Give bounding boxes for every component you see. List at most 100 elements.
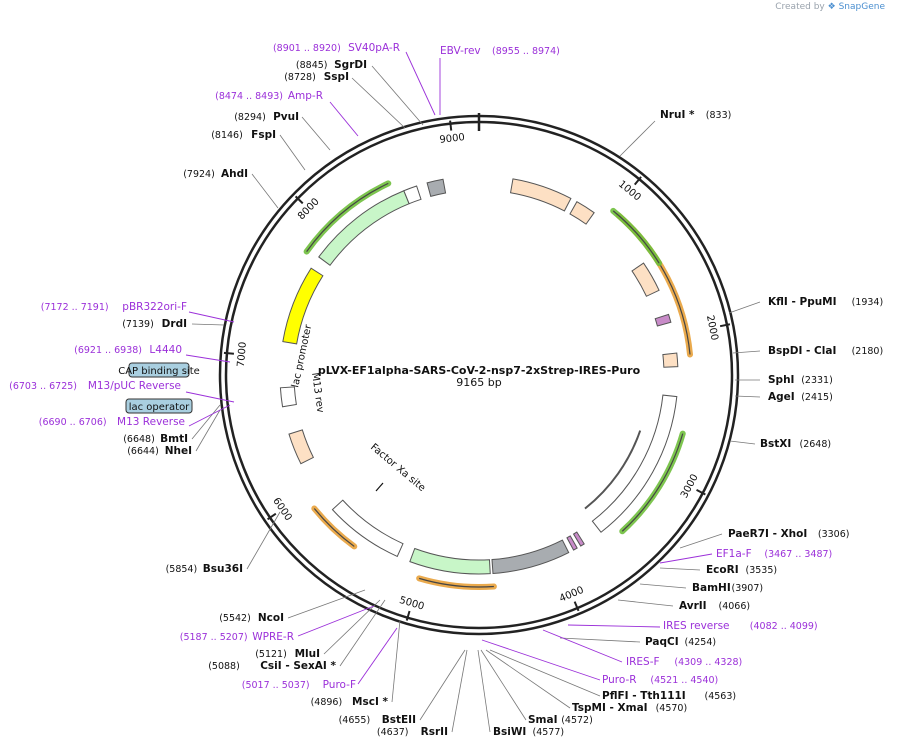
primer-6: M13 Reverse — [117, 416, 185, 428]
primer-8: IRES reverse — [663, 620, 730, 632]
primer-pos-5: (6703 .. 6725) — [9, 381, 77, 392]
primer-1: EBV-rev — [440, 45, 481, 57]
primer-pos-0: (8901 .. 8920) — [273, 43, 341, 54]
tick-label-2000: 2000 — [704, 314, 720, 341]
orf-line-3 — [418, 577, 494, 588]
enzyme-2: BspDI - ClaI — [768, 345, 836, 357]
enzyme-pos-6: (3306) — [818, 529, 850, 540]
leader-line-14 — [477, 649, 491, 733]
leader-line-26 — [279, 134, 306, 171]
lac-operator-label: lac operator — [129, 402, 190, 413]
leader-line-10 — [559, 637, 641, 643]
cap-binding-site-label: CAP binding site — [118, 366, 200, 377]
tick-label-7000: 7000 — [236, 341, 249, 367]
orf-line-2 — [621, 433, 684, 532]
tick-label-3000: 3000 — [679, 473, 701, 501]
enzyme-pos-15: (4637) — [377, 727, 409, 738]
tick-3000 — [696, 488, 706, 496]
tick-2000 — [719, 323, 731, 328]
enzyme-23: BmtI — [160, 433, 188, 445]
feature-rre — [631, 262, 660, 297]
enzyme-14: BsiWI — [493, 726, 526, 738]
orf-line-5 — [306, 182, 389, 252]
primer-10: Puro-R — [602, 674, 637, 686]
feature-ef-1a-intron-a — [584, 430, 642, 510]
leader-line-5 — [729, 440, 756, 445]
enzyme-21: Bsu36I — [203, 563, 243, 575]
leader-line-8 — [639, 583, 687, 589]
feature-3-ltr-5-end- — [509, 178, 572, 212]
tick-8000 — [294, 195, 304, 205]
enzyme-5: BstXI — [760, 438, 791, 450]
leader-line-16 — [419, 649, 466, 721]
plasmid-size: 9165 bp — [456, 376, 501, 389]
snapgene-logo-icon: ❖ — [827, 2, 836, 12]
primer-9: IRES-F — [626, 656, 660, 668]
primer-leader-5 — [357, 627, 398, 685]
enzyme-10: PaqCI — [645, 636, 679, 648]
tick-9000 — [449, 120, 453, 131]
primer-pos-12: (5017 .. 5037) — [242, 680, 310, 691]
primer-4: L4440 — [149, 344, 182, 356]
enzyme-pos-2: (2180) — [852, 346, 884, 357]
feature-ef-1a-promoter — [591, 394, 678, 533]
orf-line-1 — [612, 210, 660, 264]
feature-sv40-poly-a-signal — [426, 178, 447, 198]
enzyme-16: BstEII — [382, 714, 416, 726]
leader-line-0 — [619, 120, 656, 157]
site-labels: NruI *(833)KflI - PpuMI(1934)BspDI - Cla… — [9, 42, 883, 738]
factor-xa-label: Factor Xa site — [368, 442, 427, 494]
primer-leader-11 — [185, 391, 235, 403]
enzyme-11: PflFI - Tth111I — [602, 690, 686, 702]
primer-leader-8 — [329, 101, 359, 137]
enzyme-1: KflI - PpuMI — [768, 296, 837, 308]
enzyme-pos-20: (5542) — [219, 613, 251, 624]
primer-5: M13/pUC Reverse — [88, 380, 181, 392]
tick-4000 — [573, 601, 580, 612]
tick-label-4000: 4000 — [558, 585, 586, 605]
primer-11: WPRE-R — [252, 631, 294, 643]
primer-pos-3: (7172 .. 7191) — [41, 302, 109, 313]
primer-leader-6 — [405, 51, 436, 116]
leader-line-15 — [451, 649, 468, 733]
enzyme-pos-23: (6648) — [123, 434, 155, 445]
enzyme-3: SphI — [768, 374, 794, 386]
enzyme-25: AhdI — [221, 168, 248, 180]
enzyme-28: SspI — [324, 71, 349, 83]
enzyme-pos-25: (7924) — [183, 169, 215, 180]
enzyme-15: RsrII — [421, 726, 448, 738]
enzyme-pos-12: (4570) — [656, 703, 688, 714]
leader-line-27 — [301, 116, 331, 151]
watermark-brand: SnapGene — [838, 2, 885, 12]
primer-pos-10: (4521 .. 4540) — [650, 675, 718, 686]
enzyme-29: SgrDI — [334, 59, 367, 71]
primer-7: EF1a-F — [716, 548, 752, 560]
enzyme-pos-21: (5854) — [166, 564, 198, 575]
enzyme-18: CsiI - SexAI * — [260, 660, 336, 672]
enzyme-26: FspI — [251, 129, 276, 141]
enzyme-22: NheI — [165, 445, 192, 457]
primer-pos-11: (5187 .. 5207) — [180, 632, 248, 643]
leader-line-13 — [480, 649, 527, 721]
watermark-prefix: Created by — [775, 2, 825, 12]
feature-3-ltr — [288, 429, 315, 465]
primer-pos-2: (8474 .. 8493) — [215, 91, 283, 102]
leader-line-24 — [191, 323, 225, 326]
feature-hiv-1-psi — [569, 201, 595, 225]
tick-7000 — [223, 351, 235, 355]
leader-line-4 — [734, 395, 761, 398]
enzyme-pos-4: (2415) — [801, 392, 833, 403]
leader-line-25 — [251, 173, 279, 209]
leader-line-28 — [351, 77, 406, 129]
primer-pos-9: (4309 .. 4328) — [674, 657, 742, 668]
orf-arrows — [303, 180, 694, 590]
tick-5000 — [405, 610, 411, 621]
leader-line-21 — [246, 511, 281, 570]
leader-line-19 — [323, 599, 381, 655]
primer-pos-8: (4082 .. 4099) — [750, 621, 818, 632]
orf-line-4 — [313, 508, 355, 547]
primer-0: SV40pA-R — [348, 42, 400, 54]
primer-leader-12 — [188, 404, 231, 427]
enzyme-19: MluI — [295, 648, 320, 660]
